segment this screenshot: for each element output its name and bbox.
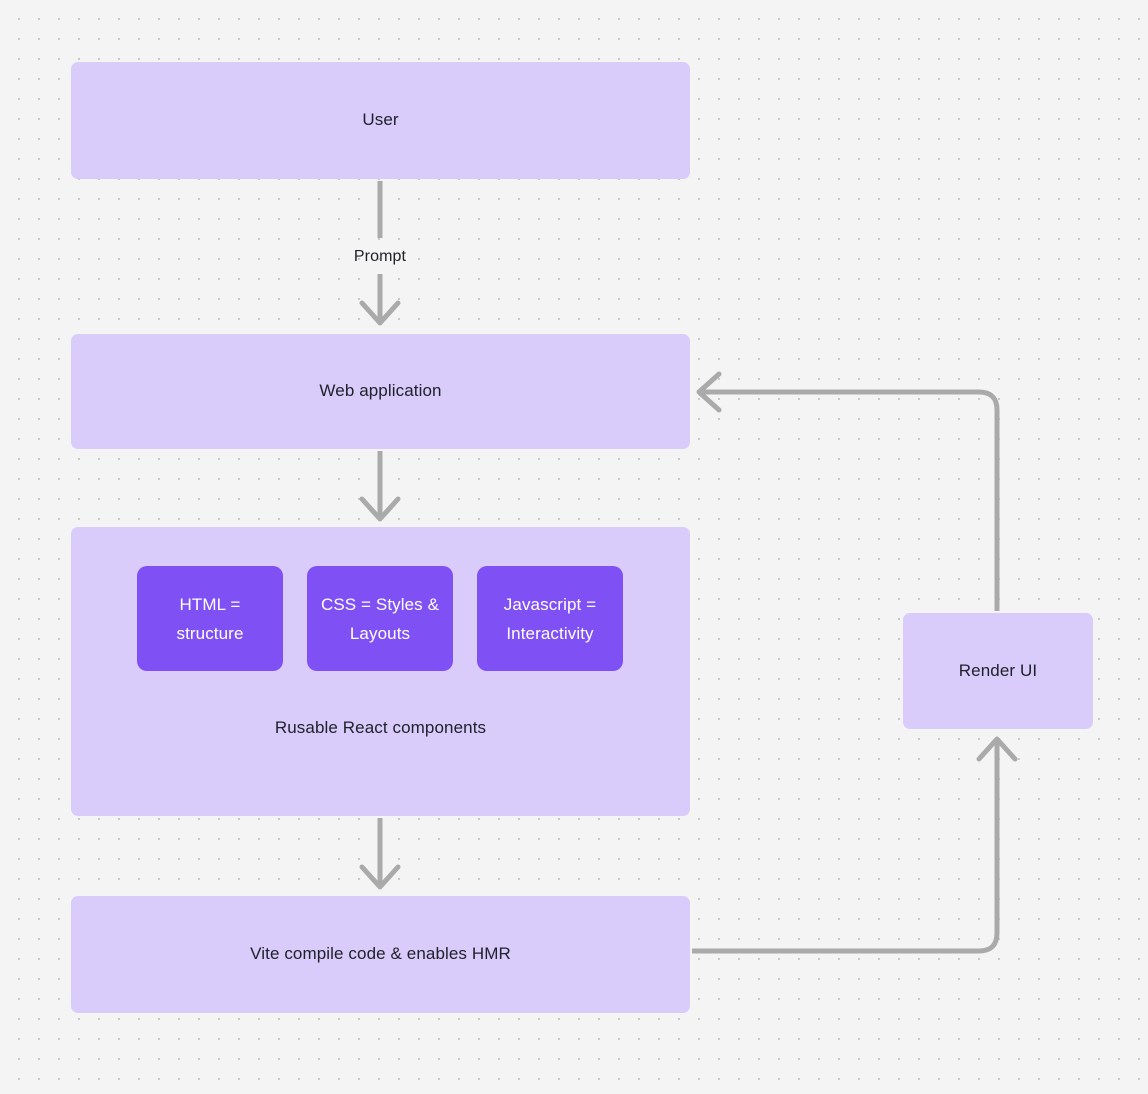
chip-css-label: CSS = Styles & Layouts: [320, 594, 440, 643]
edge-vite-to-render: [692, 736, 1018, 954]
chip-javascript[interactable]: Javascript = Interactivity: [477, 566, 623, 671]
node-vite[interactable]: Vite compile code & enables HMR: [71, 896, 690, 1013]
edge-group-to-vite: [359, 818, 401, 890]
edge-label-prompt: Prompt: [353, 248, 407, 265]
node-vite-label: Vite compile code & enables HMR: [250, 944, 511, 964]
chip-html[interactable]: HTML = structure: [137, 566, 283, 671]
node-render-ui[interactable]: Render UI: [903, 613, 1093, 729]
chip-html-label: HTML = structure: [176, 594, 244, 643]
node-component-group[interactable]: HTML = structure CSS = Styles & Layouts …: [71, 527, 690, 816]
chip-css[interactable]: CSS = Styles & Layouts: [307, 566, 453, 671]
edge-webapp-to-group: [359, 451, 401, 522]
chip-javascript-label: Javascript = Interactivity: [503, 594, 597, 643]
component-group-caption: Rusable React components: [274, 718, 487, 737]
edge-render-to-webapp: [696, 371, 1000, 611]
node-render-ui-label: Render UI: [958, 660, 1038, 680]
node-user-label: User: [362, 110, 399, 130]
node-web-application[interactable]: Web application: [71, 334, 690, 449]
node-user[interactable]: User: [71, 62, 690, 179]
node-web-application-label: Web application: [319, 381, 442, 401]
